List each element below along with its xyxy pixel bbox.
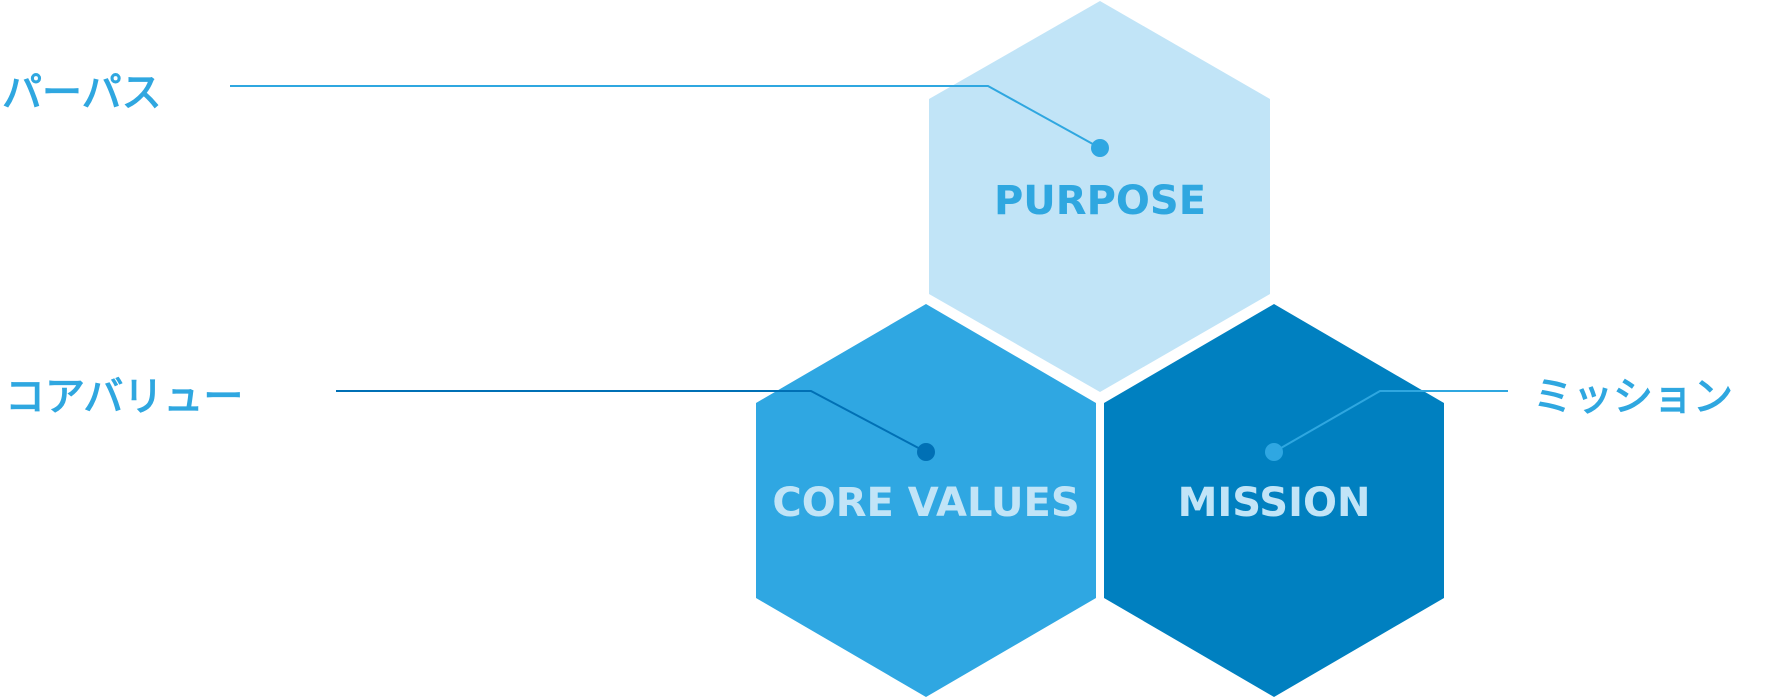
purpose-callout-label: パーパス [2, 70, 162, 116]
core-values-hexagon [756, 304, 1096, 697]
core-values-connector-line [336, 390, 927, 453]
mission-callout-label: ミッション [1533, 374, 1733, 420]
core-values-connector-dot [917, 443, 935, 461]
purpose-hexagon-label: PURPOSE [994, 178, 1206, 224]
purpose-connector-line [230, 85, 1101, 149]
core-values-hexagon-label: CORE VALUES [772, 480, 1079, 526]
purpose-connector-dot [1091, 139, 1109, 157]
mission-hexagon-label: MISSION [1178, 480, 1371, 526]
core-values-callout-label: コアバリュー [5, 374, 243, 420]
purpose-hexagon [929, 1, 1270, 392]
mission-connector-dot [1265, 443, 1283, 461]
mission-connector-line [1273, 390, 1508, 453]
